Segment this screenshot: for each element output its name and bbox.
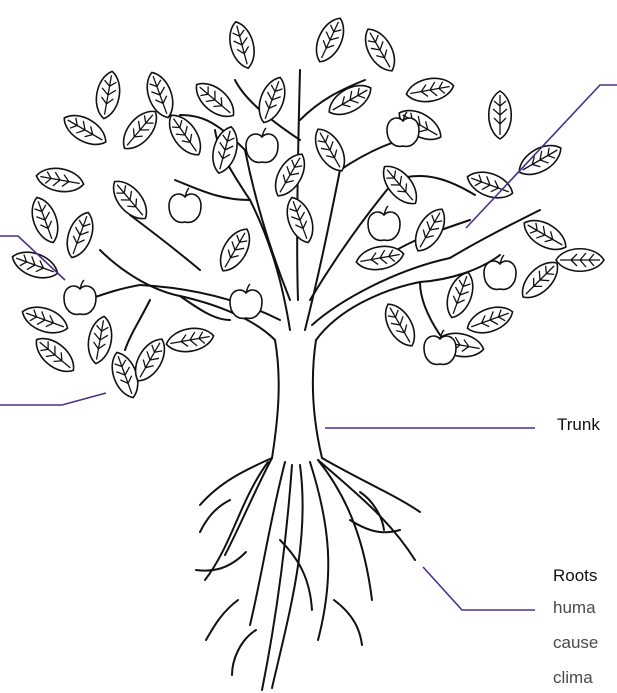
leaf-icon: [164, 325, 215, 355]
leaf-icon: [489, 91, 512, 139]
leaf-icon: [29, 331, 80, 379]
leader-line-left-bottom: [0, 393, 106, 405]
leaf-icon: [225, 19, 259, 71]
label-trunk: Trunk: [557, 415, 600, 435]
roots-desc-line-1: huma: [553, 595, 596, 621]
roots-desc-line-2: cause: [553, 630, 598, 656]
leaf-icon: [358, 24, 401, 77]
apple-icon: [368, 206, 400, 240]
leaf-icon: [281, 194, 319, 247]
leaf-icon: [85, 314, 115, 365]
leaf-icon: [464, 301, 517, 339]
leaf-icon: [376, 159, 424, 210]
apple-icon: [169, 188, 201, 222]
label-roots: Roots: [553, 566, 597, 586]
leaf-icon: [408, 204, 451, 257]
leaf-icon: [19, 301, 72, 339]
roots: [196, 458, 420, 690]
apple-icon: [484, 255, 516, 289]
leaf-icon: [441, 269, 479, 322]
leaf-icon: [324, 78, 377, 121]
leaves: [9, 13, 604, 401]
trunk: [272, 340, 322, 458]
leaf-icon: [308, 124, 351, 177]
leaf-icon: [93, 69, 123, 120]
leaf-icon: [464, 166, 517, 204]
leaf-icon: [404, 75, 455, 105]
leaf-icon: [310, 13, 351, 66]
leaf-icon: [519, 213, 572, 256]
leaf-icon: [61, 209, 99, 262]
leaf-icon: [106, 174, 154, 225]
leaf-icon: [378, 299, 421, 352]
leaf-icon: [556, 249, 604, 272]
leaf-icon: [354, 243, 405, 273]
apple-icon: [230, 284, 262, 318]
leaf-icon: [26, 194, 64, 247]
leaf-icon: [515, 255, 565, 305]
roots-desc-line-3: clima: [553, 665, 593, 691]
leaf-icon: [213, 224, 256, 277]
apple-icon: [64, 280, 96, 314]
apple-icon: [246, 128, 278, 162]
leaf-icon: [208, 124, 242, 176]
leader-line-roots: [423, 567, 535, 610]
leaf-icon: [34, 165, 85, 195]
leaf-icon: [514, 138, 567, 181]
leaf-icon: [253, 74, 291, 127]
